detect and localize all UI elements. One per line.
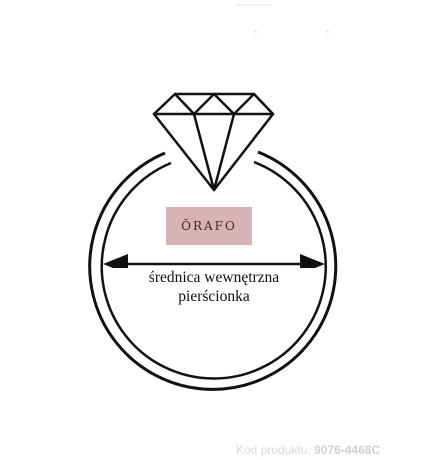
product-code-value: 9076-4468C: [314, 443, 381, 457]
product-code: Kod produktu: 9076-4468C: [236, 443, 380, 457]
product-code-label: Kod produktu:: [236, 443, 311, 457]
diamond-icon: [152, 92, 275, 192]
ring-inner-band: [100, 160, 327, 380]
brand-logo-text: ŎRAFO: [181, 219, 237, 233]
decorative-dot: [326, 30, 329, 33]
ring-outer-band: [88, 150, 338, 391]
caption-line-1: średnica wewnętrzna: [148, 269, 280, 286]
caption-line-2: pierścionka: [178, 288, 250, 305]
decorative-dot: [254, 30, 257, 33]
brand-logo: ŎRAFO: [166, 207, 252, 245]
diameter-caption: średnica wewnętrzna pierścionka: [112, 268, 316, 306]
top-divider: [236, 0, 272, 6]
